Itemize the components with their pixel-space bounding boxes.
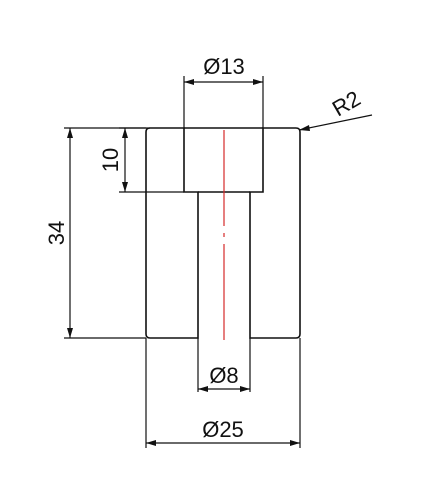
dimension-hole-diameter: Ø8 [197, 338, 251, 392]
dimension-outer-diameter: Ø25 [145, 338, 301, 448]
outer-diameter-label: Ø25 [202, 417, 244, 442]
corner-radius-label: R2 [328, 86, 365, 122]
counterbore-depth-label: 10 [98, 148, 123, 172]
left-wall-section [145, 127, 199, 339]
bore-diameter-label: Ø13 [203, 54, 245, 79]
total-height-label: 34 [44, 221, 69, 245]
dimension-bore-diameter: Ø13 [183, 54, 264, 128]
right-wall-section [249, 127, 301, 339]
hole-diameter-label: Ø8 [209, 363, 238, 388]
dimension-total-height: 34 [44, 127, 146, 339]
dimension-corner-radius: R2 [298, 86, 373, 131]
section-walls [145, 127, 301, 339]
dimension-counterbore-depth: 10 [98, 127, 184, 193]
